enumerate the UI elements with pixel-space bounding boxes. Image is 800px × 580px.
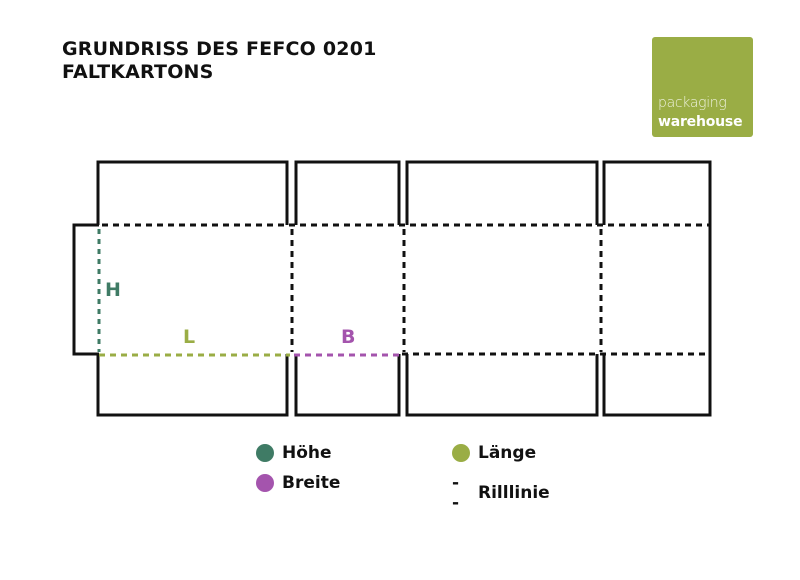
page-title: GRUNDRISS DES FEFCO 0201 FALTKARTONS bbox=[62, 38, 377, 84]
title-line-2: FALTKARTONS bbox=[62, 61, 214, 83]
width-color-dot-icon bbox=[256, 474, 274, 492]
bottom-flap-length-1 bbox=[96, 354, 289, 417]
bottom-flap-width-1 bbox=[294, 354, 401, 417]
legend-label: Breite bbox=[282, 473, 341, 493]
logo-text-warehouse: warehouse bbox=[658, 114, 743, 130]
legend-label: Rilllinie bbox=[478, 483, 550, 503]
legend-label: Länge bbox=[478, 443, 537, 463]
length-color-dot-icon bbox=[452, 444, 470, 462]
brand-logo: packaging warehouse bbox=[652, 37, 753, 137]
legend-item-width: Breite bbox=[256, 473, 340, 493]
height-label: H bbox=[105, 279, 121, 301]
legend-item-height: Höhe bbox=[256, 443, 332, 463]
top-flap-length-1 bbox=[96, 160, 289, 225]
legend-item-crease: - - Rilllinie bbox=[452, 473, 550, 513]
width-label: B bbox=[341, 326, 356, 348]
height-color-dot-icon bbox=[256, 444, 274, 462]
legend-item-length: Länge bbox=[452, 443, 536, 463]
glue-flap bbox=[72, 223, 99, 356]
top-flap-length-2 bbox=[405, 160, 599, 225]
length-label: L bbox=[183, 326, 196, 348]
title-line-1: GRUNDRISS DES FEFCO 0201 bbox=[62, 38, 377, 60]
legend-label: Höhe bbox=[282, 443, 332, 463]
bottom-flap-length-2 bbox=[405, 354, 599, 417]
top-flap-width-2 bbox=[602, 160, 712, 417]
top-flap-width-1 bbox=[294, 160, 401, 225]
logo-text-packaging: packaging bbox=[658, 95, 727, 111]
dashed-line-icon: - - bbox=[452, 473, 462, 513]
